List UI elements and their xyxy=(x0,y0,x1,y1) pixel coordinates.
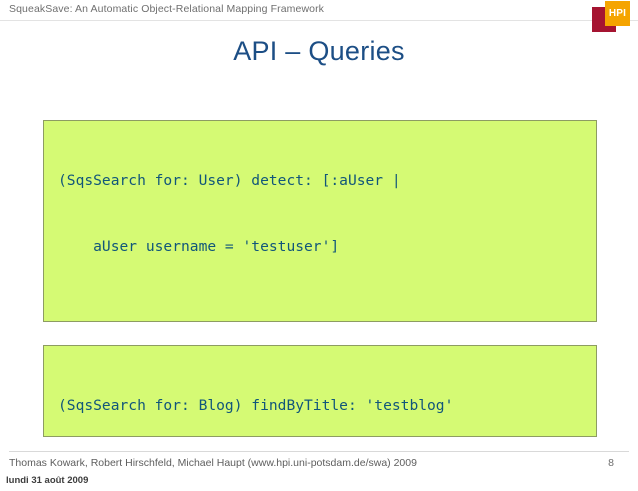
code-line: aUser username = 'testuser'] xyxy=(58,238,340,255)
page-title: API – Queries xyxy=(233,36,405,66)
slide-header: SqueakSave: An Automatic Object-Relation… xyxy=(0,0,638,21)
code-block-queries-secondary: (SqsSearch for: Blog) findByTitle: 'test… xyxy=(43,345,597,437)
footer-credit: Thomas Kowark, Robert Hirschfeld, Michae… xyxy=(9,457,417,469)
footer-date: lundi 31 août 2009 xyxy=(6,475,89,486)
hpi-logo-orange-square xyxy=(605,1,630,26)
code-line: (SqsSearch for: User) detect: [:aUser | xyxy=(58,172,401,189)
header-divider xyxy=(0,20,638,21)
footer-divider xyxy=(9,451,629,452)
hpi-logo: HPI xyxy=(592,1,632,33)
code-line-blank xyxy=(58,302,596,321)
code-block-queries-primary: (SqsSearch for: User) detect: [:aUser | … xyxy=(43,120,597,322)
header-title: SqueakSave: An Automatic Object-Relation… xyxy=(9,3,325,15)
hpi-logo-wordmark: HPI xyxy=(608,8,627,19)
footer-page-number: 8 xyxy=(608,457,614,469)
code-line: (SqsSearch for: Blog) findByTitle: 'test… xyxy=(58,397,454,414)
